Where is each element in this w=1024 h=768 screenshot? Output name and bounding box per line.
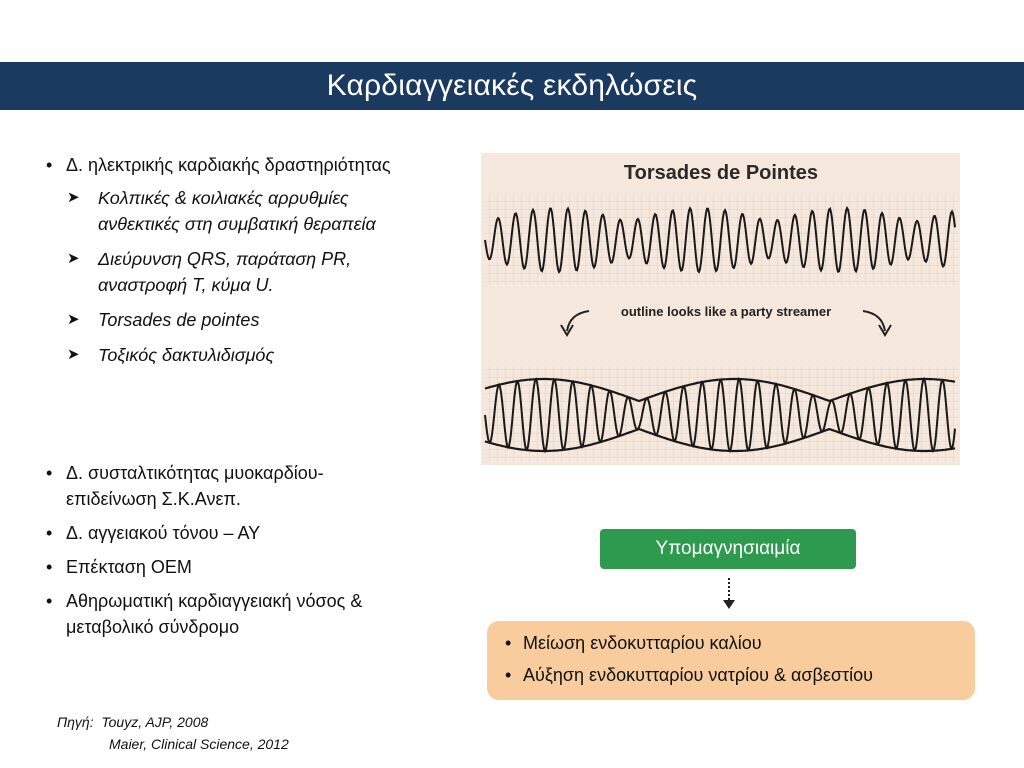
arrow-bullet-icon: ➤: [67, 250, 80, 267]
bullet-mi-extension: Επέκταση ΟΕΜ: [40, 554, 400, 580]
effect-potassium: Μείωση ενδοκυτταρίου καλίου: [501, 630, 961, 656]
source-label: Πηγή:: [57, 714, 94, 730]
bullet-atherosclerosis: Αθηρωματική καρδιαγγειακή νόσος & μεταβο…: [40, 588, 400, 640]
figure-title: Torsades de Pointes: [624, 162, 818, 184]
hypomagnesemia-box: Υπομαγνησιαιμία: [600, 529, 856, 569]
sub-bullet-qrs: ➤ Διεύρυνση QRS, παράταση PR, αναστροφή …: [40, 246, 400, 298]
slide-title-bar: Καρδιαγγειακές εκδηλώσεις: [0, 62, 1024, 110]
effects-box: Μείωση ενδοκυτταρίου καλίου Αύξηση ενδοκ…: [487, 621, 975, 700]
torsades-figure: Torsades de Pointes outline looks like a…: [481, 153, 960, 465]
dotted-down-arrow-icon: [723, 578, 735, 609]
arrow-bullet-icon: ➤: [67, 311, 80, 328]
bullet-electrical-activity: Δ. ηλεκτρικής καρδιακής δραστηριότητας: [40, 152, 400, 178]
curved-arrow-left-icon: [566, 310, 590, 332]
envelope-line-upper: [484, 377, 956, 403]
source-citation: Πηγή: Touyz, AJP, 2008 Maier, Clinical S…: [57, 711, 289, 755]
slide-title: Καρδιαγγειακές εκδηλώσεις: [326, 69, 698, 102]
hypomagnesemia-label: Υπομαγνησιαιμία: [655, 538, 801, 559]
source-line-1: Touyz, AJP, 2008: [101, 714, 209, 730]
bullet-contractility: Δ. συσταλτικότητας μυοκαρδίου- επιδείνωσ…: [40, 460, 400, 512]
effect-sodium-calcium: Αύξηση ενδοκυτταρίου νατρίου & ασβεστίου: [501, 662, 961, 688]
bullet-vascular-tone: Δ. αγγειακού τόνου – ΑΥ: [40, 520, 400, 546]
curved-arrow-right-icon: [862, 310, 886, 332]
top-bullet-list: Δ. ηλεκτρικής καρδιακής δραστηριότητας ➤…: [40, 152, 400, 378]
bottom-bullet-list: Δ. συσταλτικότητας μυοκαρδίου- επιδείνωσ…: [40, 460, 400, 648]
arrow-bullet-icon: ➤: [67, 346, 80, 363]
ecg-trace-top: [484, 205, 956, 274]
sub-bullet-arrhythmias: ➤ Κολπικές & κοιλιακές αρρυθμίες ανθεκτι…: [40, 185, 400, 237]
arrow-bullet-icon: ➤: [67, 189, 80, 206]
sub-bullet-torsades: ➤ Torsades de pointes: [40, 307, 400, 333]
source-line-2: Maier, Clinical Science, 2012: [109, 736, 289, 752]
envelope-line-lower: [484, 427, 956, 453]
figure-caption: outline looks like a party streamer: [621, 304, 831, 319]
sub-bullet-digitalis: ➤ Τοξικός δακτυλιδισμός: [40, 342, 400, 368]
